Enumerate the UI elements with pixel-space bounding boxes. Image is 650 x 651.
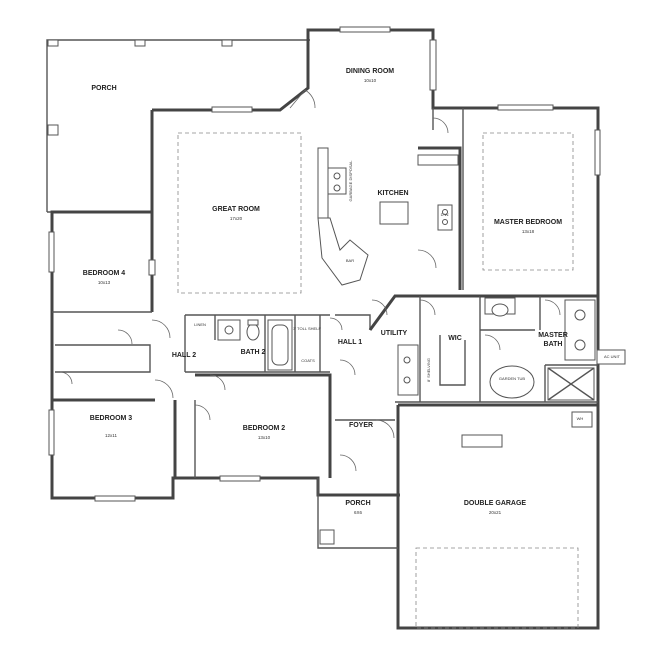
utility-label: UTILITY — [381, 330, 408, 337]
great-room-label: GREAT ROOM — [212, 206, 260, 213]
bath2-label: BATH 2 — [241, 349, 266, 356]
master-bath-label-line2: BATH — [544, 341, 563, 348]
garage-label: DOUBLE GARAGE — [464, 500, 527, 507]
disposal-label: GARBAGE DISPOSAL — [348, 160, 353, 202]
kitchen-label: KITCHEN — [377, 190, 408, 197]
coats-label: COATS — [301, 358, 315, 363]
details — [319, 349, 626, 545]
kitchen-fixtures — [317, 147, 459, 286]
master-bedroom-label: MASTER BEDROOM — [494, 219, 562, 226]
bedroom2-size: 13x10 — [258, 435, 271, 440]
hall2-label: HALL 2 — [172, 352, 196, 359]
wic-label: WIC — [448, 335, 462, 342]
wh-label: WH — [577, 416, 584, 421]
dining-room-size: 10x10 — [364, 78, 377, 83]
bedroom3-label: BEDROOM 3 — [90, 415, 133, 422]
bath2-fixtures — [217, 319, 293, 371]
interior-walls — [52, 108, 598, 478]
windows — [47, 26, 601, 502]
hall1-label: HALL 1 — [338, 339, 362, 346]
utility-fixtures — [397, 335, 593, 428]
island-label: BAR — [346, 258, 354, 263]
doors — [59, 89, 561, 472]
dining-room-label: DINING ROOM — [346, 68, 394, 75]
linen-label: LINEN — [194, 322, 206, 327]
bedroom4-label: BEDROOM 4 — [83, 270, 126, 277]
master-bath-fixtures — [484, 297, 596, 401]
bedroom4-size: 10x13 — [98, 280, 111, 285]
bedroom2-label: BEDROOM 2 — [243, 425, 286, 432]
shelf-label: 3' TOLL SHELF — [293, 326, 321, 331]
porch-front-size: 6X6 — [354, 510, 363, 515]
garage-size: 20x21 — [489, 510, 502, 515]
bedroom3-size: 12x11 — [105, 433, 117, 438]
porch-front-label: PORCH — [345, 500, 370, 507]
dishwasher-label: D.W. — [441, 212, 450, 217]
fixture-labels: LINEN COATS GARDEN TUB WH AC UNIT 3' TOL… — [194, 160, 620, 421]
room-labels: PORCH DINING ROOM 10x10 GREAT ROOM 17x20… — [83, 68, 568, 515]
tub-label: GARDEN TUB — [499, 376, 525, 381]
ac-label: AC UNIT — [604, 354, 621, 359]
master-bath-label-line1: MASTER — [538, 332, 568, 339]
porch-back-label: PORCH — [91, 85, 116, 92]
master-bedroom-size: 13x18 — [522, 229, 535, 234]
great-room-size: 17x20 — [230, 216, 243, 221]
ceiling-lines — [177, 132, 579, 629]
pantry-label: 8' SHELVING — [426, 358, 431, 382]
foyer-label: FOYER — [349, 422, 373, 429]
